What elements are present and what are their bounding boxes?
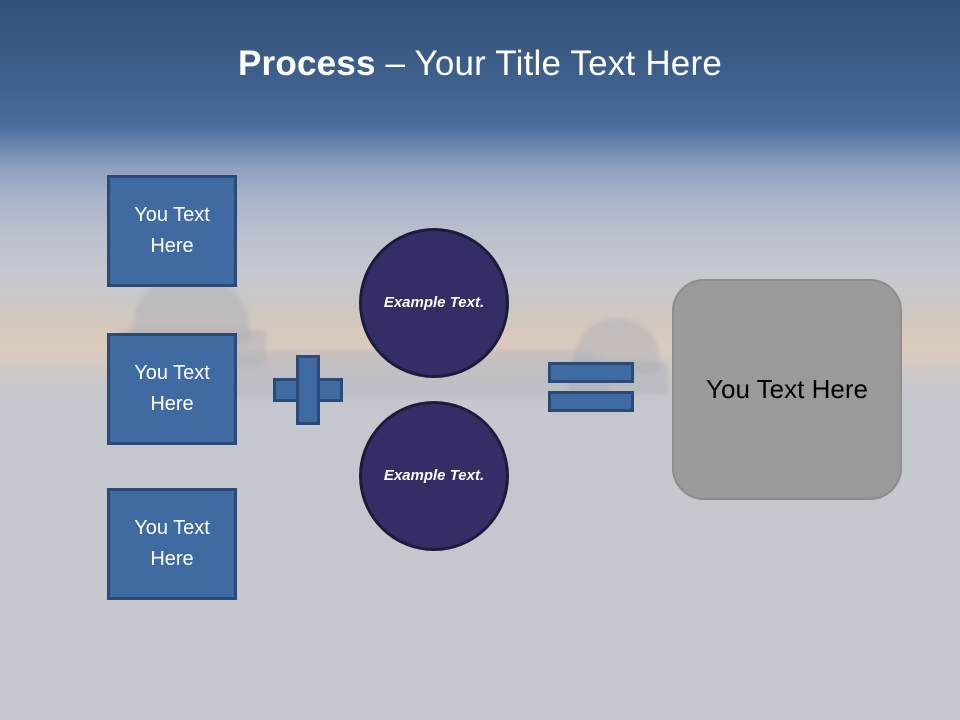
- input-box-3-label: You Text Here: [134, 517, 210, 570]
- input-box-2-label: You Text Here: [134, 362, 210, 415]
- title-rest-part: – Your Title Text Here: [375, 44, 722, 83]
- input-box-1-label: You Text Here: [134, 204, 210, 257]
- slide-title: Process – Your Title Text Here: [0, 46, 960, 81]
- example-circle-2[interactable]: Example Text.: [359, 401, 509, 551]
- plus-center-fill: [299, 381, 317, 399]
- title-strong-part: Process: [238, 44, 376, 83]
- input-box-1[interactable]: You Text Here: [107, 175, 237, 287]
- equals-icon: [548, 362, 634, 412]
- input-box-3[interactable]: You Text Here: [107, 488, 237, 600]
- example-circle-1-label: Example Text.: [383, 294, 485, 312]
- equals-bottom-bar: [548, 391, 634, 412]
- input-box-2[interactable]: You Text Here: [107, 333, 237, 445]
- plus-icon: [273, 355, 343, 425]
- equals-top-bar: [548, 362, 634, 383]
- example-circle-2-label: Example Text.: [383, 467, 485, 485]
- result-box[interactable]: You Text Here: [672, 279, 902, 500]
- result-box-label: You Text Here: [706, 374, 868, 404]
- example-circle-1[interactable]: Example Text.: [359, 228, 509, 378]
